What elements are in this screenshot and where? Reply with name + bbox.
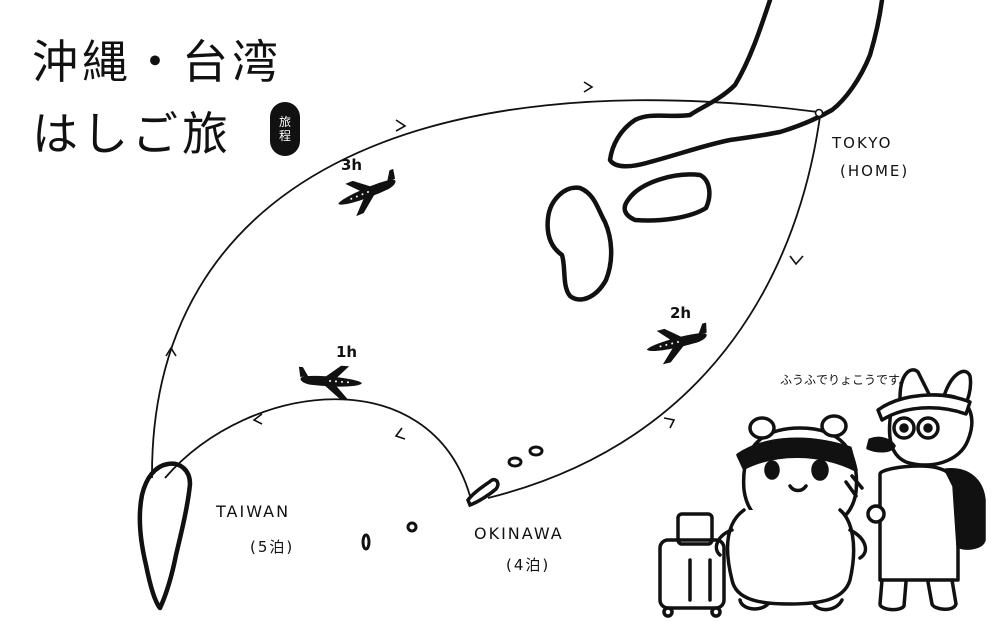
arrow-1: [789, 255, 804, 266]
arrow-7: [583, 81, 594, 93]
arrow-6: [395, 119, 407, 132]
route-tokyo-okinawa: [487, 115, 821, 499]
arrow-4: [252, 413, 263, 425]
itinerary-badge: 旅 程: [270, 102, 300, 156]
ryukyu-islet-1: [507, 456, 523, 468]
speech-text: ふうふでりょこうです。: [780, 373, 911, 387]
suitcase-icon: [658, 512, 726, 618]
page-title-line2: はしご旅: [32, 107, 232, 161]
okinawa-island: [466, 477, 500, 508]
bear-character: [714, 414, 868, 612]
airplane-icon-1h: [298, 365, 362, 401]
flight-label-2h: 2h: [670, 304, 691, 322]
airplane-icon-2h: [646, 322, 707, 365]
arrow-3: [394, 427, 406, 440]
place-label-okinawa: OKINAWA: [474, 524, 564, 543]
place-note-okinawa: (4泊): [506, 556, 551, 574]
arrow-5: [165, 346, 177, 357]
fox-character: [866, 368, 986, 612]
place-note-taiwan: (5泊): [250, 538, 295, 556]
badge-char-2: 程: [278, 129, 291, 143]
place-note-tokyo: (HOME): [840, 162, 910, 180]
badge-char-1: 旅: [278, 115, 291, 129]
flight-label-1h: 1h: [336, 343, 357, 361]
place-label-taiwan: TAIWAN: [216, 502, 291, 521]
arrow-2: [663, 417, 676, 429]
travelers-illustration: [658, 368, 986, 618]
flight-label-3h: 3h: [341, 156, 362, 174]
taiwan-island: [137, 461, 193, 611]
ryukyu-islet-2: [528, 445, 544, 457]
honshu-landmass: [607, 0, 885, 169]
ryukyu-islet-4: [361, 533, 371, 551]
route-taiwan-tokyo: [151, 99, 819, 479]
kyushu-landmass: [545, 185, 614, 302]
shikoku-landmass: [622, 172, 712, 223]
airplane-icon-3h: [338, 168, 396, 217]
page-title-line1: 沖縄・台湾: [32, 35, 282, 89]
route-okinawa-taiwan: [164, 398, 471, 497]
tokyo-marker: [814, 108, 824, 118]
place-label-tokyo: TOKYO: [832, 134, 893, 152]
ryukyu-islet-3: [406, 521, 418, 533]
